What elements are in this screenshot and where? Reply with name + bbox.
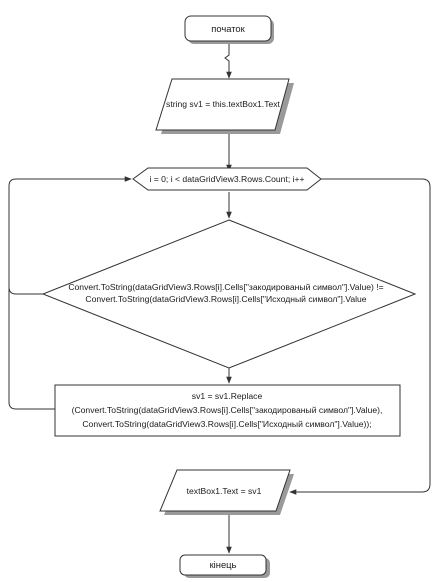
loop-block: i = 0; i < dataGridView3.Rows.Count; i++ xyxy=(132,167,322,191)
output-label: textBox1.Text = sv1 xyxy=(187,486,262,496)
connectors xyxy=(8,42,431,554)
process-line-1: sv1 = sv1.Replace xyxy=(192,391,263,401)
process-block: sv1 = sv1.Replace (Convert.ToString(data… xyxy=(54,384,401,437)
start-label: початок xyxy=(211,23,245,34)
end-terminal: кінець xyxy=(179,554,270,578)
end-label: кінець xyxy=(210,559,237,570)
condition-line-1: Convert.ToString(dataGridView3.Rows[i].C… xyxy=(68,282,383,292)
connector-loop-exit-to-output xyxy=(289,178,431,495)
output-block: textBox1.Text = sv1 xyxy=(159,469,294,515)
connector-process-back-to-loop xyxy=(8,200,55,410)
process-line-3: Convert.ToString(dataGridView3.Rows[i].C… xyxy=(82,419,371,429)
loop-label: i = 0; i < dataGridView3.Rows.Count; i++ xyxy=(149,174,304,184)
condition-block: Convert.ToString(dataGridView3.Rows[i].C… xyxy=(41,219,417,369)
connector-start-to-input xyxy=(224,42,232,79)
start-terminal: початок xyxy=(184,15,274,44)
input-block: string sv1 = this.textBox1.Text xyxy=(155,78,294,134)
process-line-2: (Convert.ToString(dataGridView3.Rows[i].… xyxy=(72,405,383,415)
condition-line-2: Convert.ToString(dataGridView3.Rows[i].C… xyxy=(85,294,366,304)
input-label: string sv1 = this.textBox1.Text xyxy=(166,99,281,109)
